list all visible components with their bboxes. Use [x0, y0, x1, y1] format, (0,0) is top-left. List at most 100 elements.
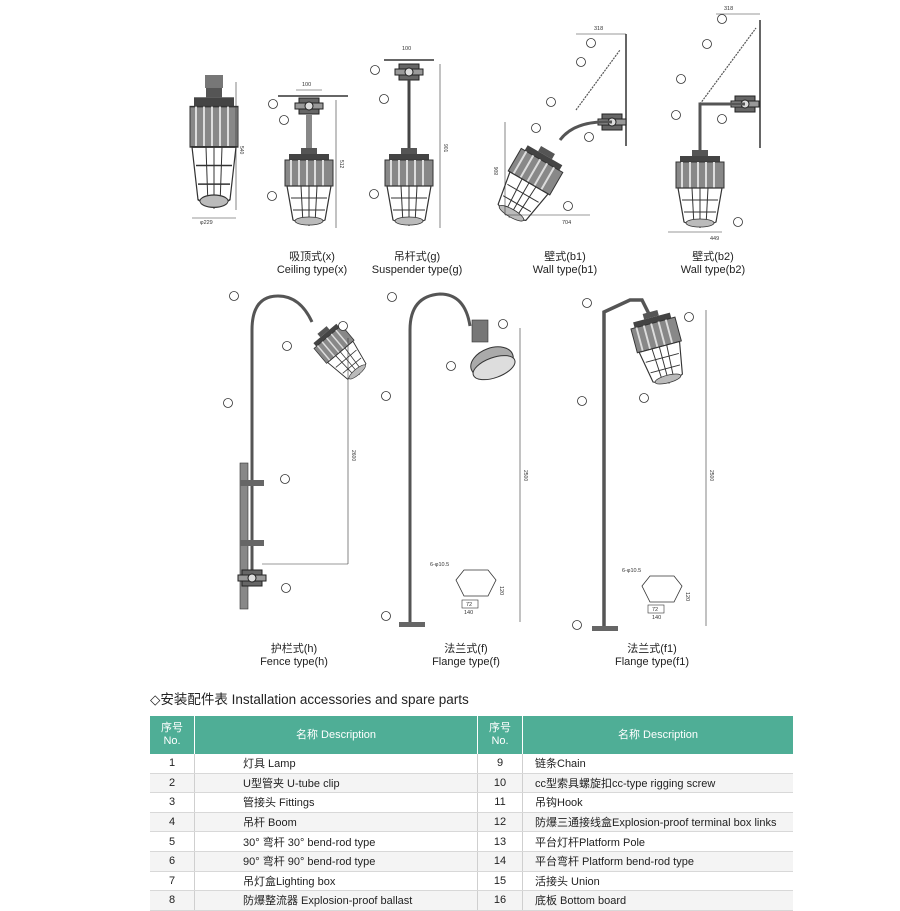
caption-wall-b2: 壁式(b2) Wall type(b2): [668, 251, 758, 277]
dim-label: 100: [402, 46, 411, 52]
cell-desc: 30° 弯杆 30° bend-rod type: [194, 831, 478, 852]
dim-label: 100: [302, 82, 311, 88]
cell-no: 15: [477, 871, 523, 892]
dim-label: 2600: [350, 450, 356, 461]
cell-no: 12: [477, 812, 523, 833]
cell-no: 8: [150, 890, 195, 911]
diagram-suspender: 100 901: [369, 46, 448, 228]
dim-label: 449: [710, 236, 719, 242]
dim-label: φ229: [200, 220, 213, 226]
caption-en: Wall type(b1): [532, 264, 598, 276]
cell-desc: 平台弯杆 Platform bend-rod type: [522, 851, 793, 872]
caption-en: Wall type(b2): [680, 264, 746, 276]
caption-flange-f: 法兰式(f) Flange type(f): [416, 643, 516, 669]
cell-desc: 活接头 Union: [522, 871, 793, 892]
caption-ceiling: 吸顶式(x) Ceiling type(x): [262, 251, 362, 277]
header-desc: 名称 Description: [522, 716, 793, 754]
cell-no: 5: [150, 831, 195, 852]
caption-wall-b1: 壁式(b1) Wall type(b1): [520, 251, 610, 277]
diagram-flange-f1: 2500 6-φ10.5 120 72 140: [572, 298, 714, 631]
cell-no: 13: [477, 831, 523, 852]
dim-label: 6-φ10.5: [622, 568, 641, 574]
caption-cn: 护栏式(h): [270, 643, 318, 655]
dim-label: 72: [466, 602, 472, 608]
caption-cn: 吊杆式(g): [393, 251, 441, 263]
dim-label: 318: [724, 6, 733, 12]
caption-suspender: 吊杆式(g) Suspender type(g): [362, 251, 472, 277]
caption-en: Flange type(f1): [615, 656, 689, 668]
dim-label: 140: [464, 610, 473, 616]
dim-label: 72: [652, 607, 658, 613]
cell-desc: 防爆整流器 Explosion-proof ballast: [194, 890, 478, 911]
cell-desc: 平台灯杆Platform Pole: [522, 831, 793, 852]
cell-desc: 吊灯盒Lighting box: [194, 871, 478, 892]
caption-cn: 壁式(b1): [544, 251, 586, 263]
dim-label: 806: [494, 166, 500, 175]
cell-no: 1: [150, 754, 195, 774]
cell-desc: 吊杆 Boom: [194, 812, 478, 833]
caption-en: Fence type(h): [260, 656, 328, 668]
dim-label: 901: [442, 144, 448, 153]
cell-no: 9: [477, 754, 523, 774]
dim-label: 120: [684, 592, 690, 601]
caption-en: Ceiling type(x): [276, 264, 348, 276]
diagram-wall-b1: 318 806 704: [487, 26, 627, 231]
header-no-cn: 序号: [489, 722, 511, 734]
header-no-en: No.: [491, 735, 509, 747]
lamp-top-cap: [205, 75, 223, 88]
caption-cn: 吸顶式(x): [289, 251, 335, 263]
caption-en: Flange type(f): [432, 656, 500, 668]
cell-desc: 底板 Bottom board: [522, 890, 793, 911]
header-no-cn: 序号: [161, 722, 183, 734]
caption-flange-f1: 法兰式(f1) Flange type(f1): [602, 643, 702, 669]
cell-no: 3: [150, 792, 195, 813]
cell-desc: 管接头 Fittings: [194, 792, 478, 813]
caption-cn: 法兰式(f): [444, 643, 488, 655]
cell-no: 16: [477, 890, 523, 911]
cell-no: 10: [477, 773, 523, 794]
cell-no: 2: [150, 773, 195, 794]
caption-en: Suspender type(g): [371, 264, 463, 276]
dim-label: 540: [238, 146, 244, 155]
dim-label: 140: [652, 615, 661, 621]
cell-no: 4: [150, 812, 195, 833]
dim-label: 512: [338, 160, 344, 169]
dim-label: 704: [562, 220, 571, 226]
cell-desc: 90° 弯杆 90° bend-rod type: [194, 851, 478, 872]
table-title: ◇安装配件表 Installation accessories and spar…: [150, 692, 469, 707]
cell-desc: 吊钩Hook: [522, 792, 793, 813]
diagram-ceiling-lamp: [188, 86, 240, 211]
caption-fence: 护栏式(h) Fence type(h): [244, 643, 344, 669]
dim-label: 6-φ10.5: [430, 562, 449, 568]
cell-desc: cc型索具螺旋扣cc-type rigging screw: [522, 773, 793, 794]
cell-desc: U型管夹 U-tube clip: [194, 773, 478, 794]
caption-cn: 壁式(b2): [692, 251, 734, 263]
technical-drawings: 540 φ229 100 512 100 901 318: [188, 6, 761, 631]
cell-desc: 链条Chain: [522, 754, 793, 774]
dim-label: 120: [498, 586, 504, 595]
cell-no: 14: [477, 851, 523, 872]
cell-no: 11: [477, 792, 523, 813]
cell-desc: 防爆三通接线盒Explosion-proof terminal box link…: [522, 812, 793, 833]
diagram-ceiling-box: 100 512: [267, 82, 348, 228]
header-no-en: No.: [163, 735, 181, 747]
cell-no: 7: [150, 871, 195, 892]
header-desc: 名称 Description: [194, 716, 478, 754]
diagram-fence: 2600: [223, 291, 375, 610]
dim-label: 2500: [708, 470, 714, 481]
diagram-flange-f: 2500 6-φ10.5 120 72 140: [381, 292, 528, 627]
diagram-wall-b2: 318 449: [668, 6, 761, 242]
cell-no: 6: [150, 851, 195, 872]
cell-desc: 灯具 Lamp: [194, 754, 478, 774]
